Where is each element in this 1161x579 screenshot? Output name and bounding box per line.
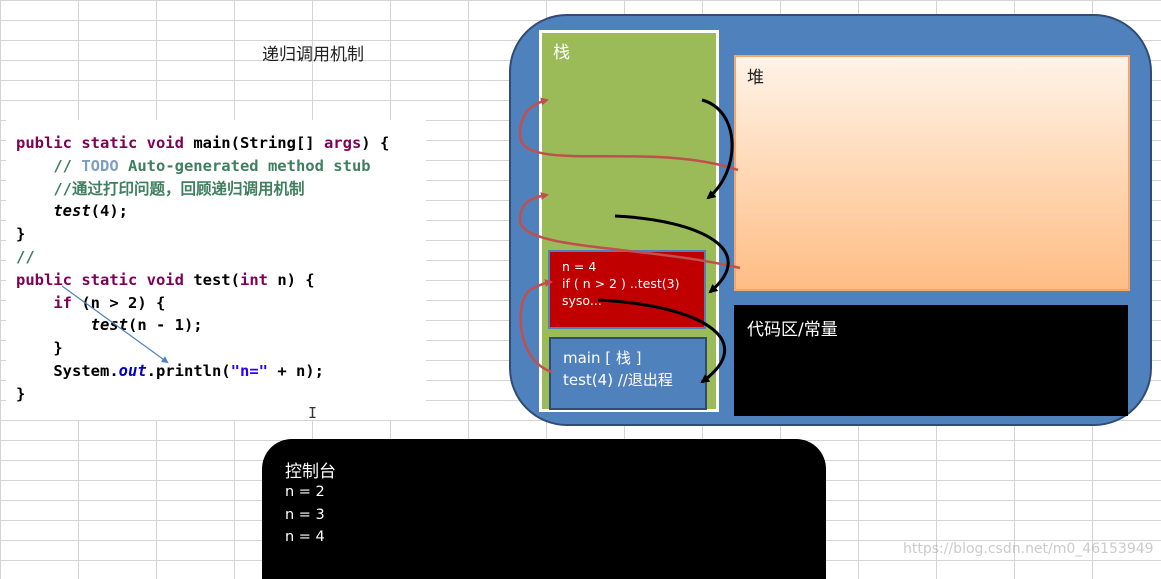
code-line: public static void main(String[] args) { [16, 132, 389, 155]
console-title: 控制台 [285, 462, 336, 482]
code-token [16, 202, 53, 220]
code-token [16, 294, 53, 312]
code-line: if (n > 2) { [16, 292, 389, 315]
code-line: // [16, 246, 389, 269]
code-token: if [53, 293, 82, 312]
code-line: test(n - 1); [16, 314, 389, 337]
console-line: n = 3 [285, 506, 325, 523]
code-line: } [16, 337, 389, 360]
frame-test-line: if ( n > 2 ) ..test(3) [562, 276, 680, 291]
code-line: public static void test(int n) { [16, 269, 389, 292]
code-token: // [16, 156, 82, 175]
diagram-title: 递归调用机制 [262, 45, 364, 65]
frame-main-line: main [ 栈 ] [563, 349, 642, 367]
code-token: + n); [267, 361, 324, 380]
code-token: (n - 1); [127, 316, 203, 335]
code-constant-area [734, 305, 1128, 416]
code-token: ) { [361, 134, 390, 152]
code-token: Auto-generated method stub [118, 156, 371, 175]
code-token: } [16, 339, 63, 358]
code-token: args [323, 134, 362, 152]
code-token: out [118, 361, 147, 380]
code-line: // TODO Auto-generated method stub [16, 155, 389, 178]
code-token: public static void [16, 134, 194, 152]
code-line: } [16, 383, 389, 406]
code-token: "n=" [230, 361, 268, 380]
code-token: test [53, 202, 91, 221]
code-token: public static void [16, 270, 194, 289]
code-panel: public static void main(String[] args) {… [6, 120, 426, 420]
watermark: https://blog.csdn.net/m0_46153949 [903, 541, 1154, 557]
code-token: .println( [146, 361, 231, 380]
code-line: System.out.println("n=" + n); [16, 360, 389, 383]
text-cursor-icon: I [308, 404, 318, 422]
code-token: } [16, 225, 26, 244]
console-panel [262, 439, 826, 579]
code-token: System. [16, 361, 119, 380]
frame-main-line: test(4) //退出程 [563, 371, 673, 389]
code-token: (4); [90, 202, 128, 221]
code-token: test( [193, 270, 240, 289]
code-token: (n > 2) { [81, 293, 166, 312]
code-token [16, 316, 91, 334]
code-token: test [90, 316, 128, 335]
stack-label: 栈 [553, 43, 570, 63]
stack-frame-test: n = 4 if ( n > 2 ) ..test(3) syso... [548, 250, 706, 329]
code-token: // [16, 247, 35, 266]
heap-area [734, 55, 1130, 291]
console-line: n = 4 [285, 529, 325, 545]
code-token: TODO [81, 156, 119, 175]
code-line: test(4); [16, 200, 389, 223]
code-token: //通过打印问题，回顾递归调用机制 [16, 179, 305, 198]
heap-label: 堆 [747, 68, 764, 88]
code-token: } [16, 384, 26, 403]
stack-frame-main: main [ 栈 ] test(4) //退出程 [549, 337, 707, 410]
console-line: n = 2 [285, 484, 325, 500]
code-line: } [16, 223, 389, 246]
code-area-label: 代码区/常量 [747, 320, 838, 340]
code-line: //通过打印问题，回顾递归调用机制 [16, 178, 389, 201]
console-output: n = 2 n = 3 n = 4 [285, 481, 325, 549]
code-token: int [239, 270, 278, 289]
frame-test-line: n = 4 [562, 259, 597, 274]
code-token: main(String[] [193, 134, 324, 152]
code-token: n) { [277, 270, 315, 289]
code-listing: public static void main(String[] args) {… [16, 132, 389, 406]
frame-test-line: syso... [562, 293, 602, 308]
